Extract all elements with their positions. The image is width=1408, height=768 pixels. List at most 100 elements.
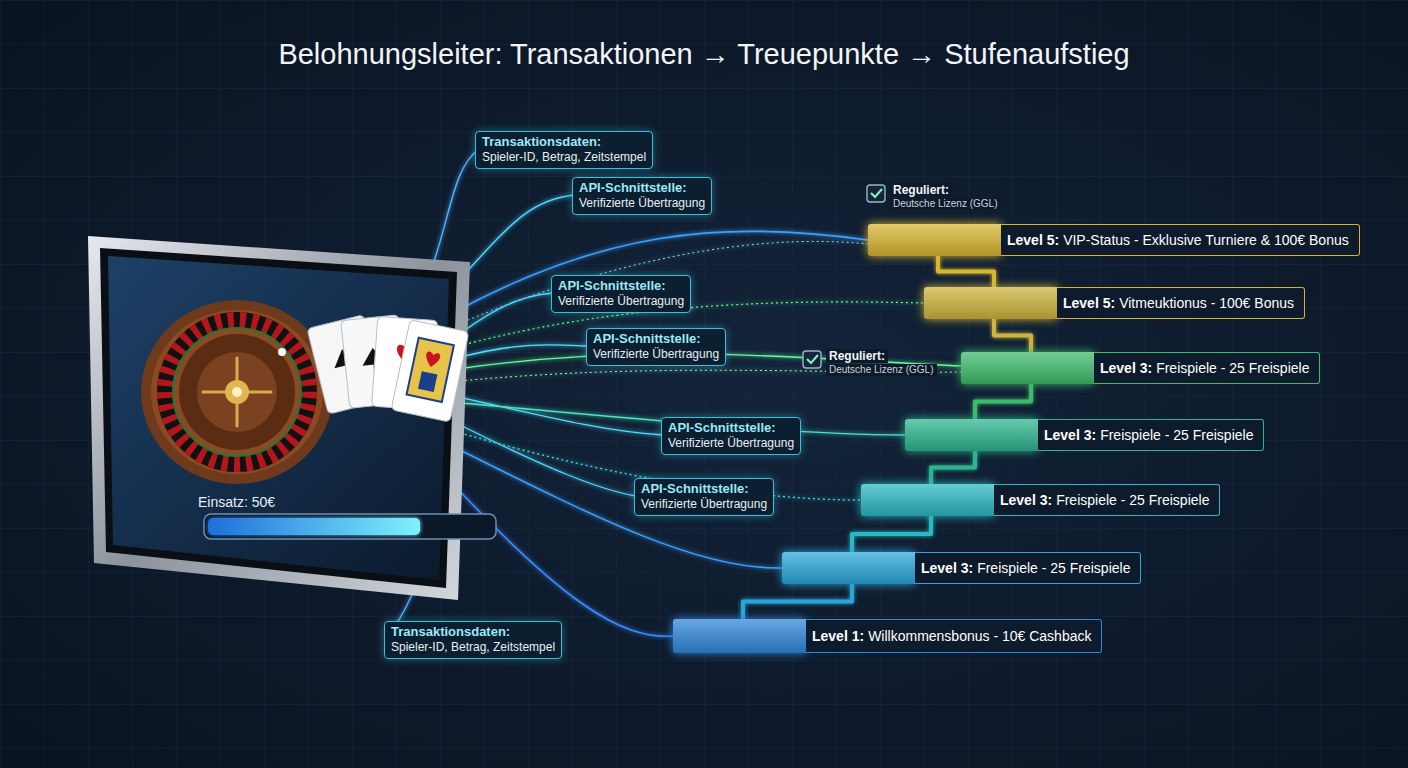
callout-heading: API-Schnittstelle: — [593, 331, 719, 347]
data-stream — [450, 395, 663, 435]
callout-heading: API-Schnittstelle: — [668, 420, 794, 436]
tablet-illustration — [141, 300, 333, 484]
level-panel: Level 3:Freispiele - 25 Freispiele — [1038, 419, 1264, 451]
tablet-illustration — [424, 351, 441, 368]
info-callout: API-Schnittstelle:Verifizierte Übertragu… — [586, 328, 726, 366]
level-reward: Freispiele - 25 Freispiele — [1100, 427, 1253, 443]
level-name: Level 3: — [921, 560, 973, 576]
info-callout: Transaktionsdaten:Spieler-ID, Betrag, Ze… — [384, 621, 562, 659]
regulation-label: Reguliert: — [890, 183, 952, 197]
check-icon — [803, 351, 821, 368]
info-callout: API-Schnittstelle:Verifizierte Übertragu… — [634, 478, 774, 516]
tablet-illustration — [88, 236, 496, 600]
level-name: Level 5: — [1063, 295, 1115, 311]
tablet-illustration — [179, 334, 295, 450]
info-callout: API-Schnittstelle:Verifizierte Übertragu… — [572, 177, 712, 215]
tablet-illustration — [203, 358, 271, 426]
tablet-illustration — [197, 352, 277, 432]
tablet-illustration — [208, 518, 420, 535]
tablet-illustration — [88, 236, 470, 600]
tablet-illustration — [173, 328, 301, 456]
level-panel: Level 3:Freispiele - 25 Freispiele — [915, 552, 1141, 584]
level-reward: Willkommensbonus - 10€ Cashback — [868, 628, 1091, 644]
tablet-illustration — [165, 320, 309, 464]
level-chip — [782, 552, 915, 584]
info-callout: API-Schnittstelle:Verifizierte Übertragu… — [661, 417, 801, 455]
level-bar: Level 3:Freispiele - 25 Freispiele — [861, 484, 1220, 516]
tablet-illustration — [418, 371, 437, 392]
level-name: Level 1: — [812, 628, 864, 644]
check-icon — [871, 189, 882, 197]
level-bar: Level 3:Freispiele - 25 Freispiele — [905, 419, 1264, 451]
info-callout: Transaktionsdaten:Spieler-ID, Betrag, Ze… — [475, 131, 653, 169]
check-icon — [803, 185, 885, 368]
step-connector — [743, 584, 852, 619]
level-name: Level 5: — [1007, 232, 1059, 248]
callout-body: Spieler-ID, Betrag, Zeitstempel — [391, 640, 555, 655]
tablet-illustration — [391, 320, 469, 422]
callout-body: Verifizierte Übertragung — [641, 497, 767, 512]
callout-heading: API-Schnittstelle: — [558, 278, 684, 294]
tablet-illustration — [232, 387, 242, 397]
diagram-title: Belohnungsleiter: Transaktionen → Treuep… — [0, 36, 1408, 72]
tablet-illustration — [108, 256, 449, 580]
callout-body: Verifizierte Übertragung — [579, 196, 705, 211]
step-connector — [938, 256, 994, 287]
tablet-illustration — [225, 380, 249, 404]
tablet-illustration — [204, 514, 496, 539]
step-connector — [852, 516, 931, 552]
callout-body: Spieler-ID, Betrag, Zeitstempel — [482, 150, 646, 165]
tablet-illustration — [165, 320, 309, 464]
level-bar: Level 3:Freispiele - 25 Freispiele — [782, 552, 1141, 584]
data-stream — [450, 420, 636, 496]
level-reward: VIP-Status - Exklusive Turniere & 100€ B… — [1063, 232, 1349, 248]
check-icon — [867, 185, 885, 202]
license-label: Deutsche Lizenz (GGL) — [826, 364, 937, 376]
check-icon — [807, 355, 818, 363]
level-reward: Vitmeuktionus - 100€ Bonus — [1119, 295, 1294, 311]
level-name: Level 3: — [1000, 492, 1052, 508]
level-panel: Level 3:Freispiele - 25 Freispiele — [994, 484, 1220, 516]
level-chip — [924, 287, 1057, 319]
level-bar: Level 3:Freispiele - 25 Freispiele — [961, 352, 1320, 384]
info-callout: API-Schnittstelle:Verifizierte Übertragu… — [551, 275, 691, 313]
step-connector — [994, 319, 1031, 352]
level-name: Level 3: — [1100, 360, 1152, 376]
license-label: Deutsche Lizenz (GGL) — [890, 198, 1001, 210]
level-panel: Level 5:Vitmeuktionus - 100€ Bonus — [1057, 287, 1305, 319]
callout-heading: API-Schnittstelle: — [641, 481, 767, 497]
regulation-label: Reguliert: — [826, 349, 888, 363]
level-name: Level 3: — [1044, 427, 1096, 443]
level-panel: Level 1:Willkommensbonus - 10€ Cashback — [806, 619, 1102, 653]
level-reward: Freispiele - 25 Freispiele — [977, 560, 1130, 576]
stake-label: Einsatz: 50€ — [198, 494, 275, 510]
tablet-illustration — [151, 310, 323, 474]
step-connector — [975, 384, 1031, 419]
callout-heading: API-Schnittstelle: — [579, 180, 705, 196]
data-stream — [450, 445, 782, 568]
level-panel: Level 5:VIP-Status - Exklusive Turniere … — [1001, 224, 1360, 256]
callout-heading: Transaktionsdaten: — [482, 134, 646, 150]
level-chip — [861, 484, 994, 516]
level-chip — [868, 224, 1001, 256]
level-chip — [961, 352, 1094, 384]
level-chip — [905, 419, 1038, 451]
step-connector — [931, 451, 975, 484]
callout-body: Verifizierte Übertragung — [558, 294, 684, 309]
level-bar: Level 1:Willkommensbonus - 10€ Cashback — [673, 619, 1102, 653]
callout-body: Verifizierte Übertragung — [668, 436, 794, 451]
tablet-illustration — [278, 348, 286, 356]
callout-heading: Transaktionsdaten: — [391, 624, 555, 640]
tablet-illustration — [391, 320, 469, 422]
level-reward: Freispiele - 25 Freispiele — [1056, 492, 1209, 508]
level-bar: Level 5:VIP-Status - Exklusive Turniere … — [868, 224, 1360, 256]
callout-body: Verifizierte Übertragung — [593, 347, 719, 362]
tablet-illustration — [407, 338, 454, 402]
level-panel: Level 3:Freispiele - 25 Freispiele — [1094, 352, 1320, 384]
data-stream — [440, 241, 868, 332]
level-bar: Level 5:Vitmeuktionus - 100€ Bonus — [924, 287, 1305, 319]
